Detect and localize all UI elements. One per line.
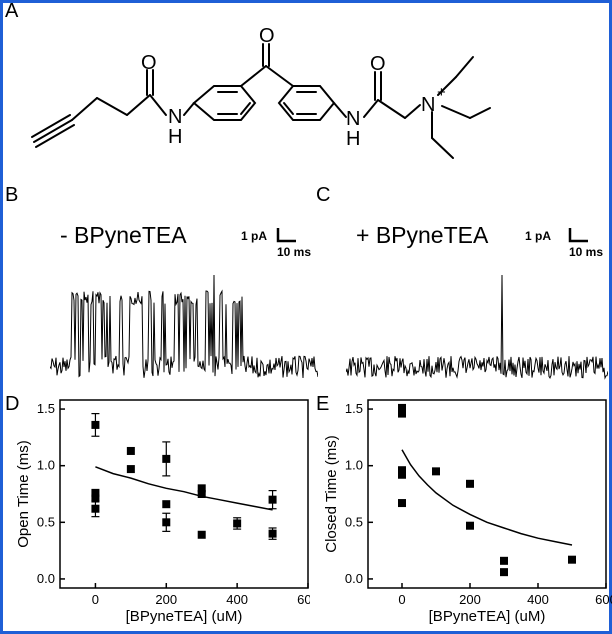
data-point [398, 499, 406, 508]
trace-line [50, 274, 318, 379]
trace-title-without-drug: - BPyneTEA [60, 222, 187, 248]
y-tick-label: 0.0 [345, 571, 363, 586]
data-point [91, 504, 100, 513]
plot-frame [367, 399, 607, 589]
y-axis-label: Closed Time (ms) [323, 435, 340, 553]
x-tick-label: 0 [92, 592, 99, 607]
scale-bar [568, 228, 588, 243]
x-tick-label: 400 [226, 592, 248, 607]
atom-n: N [346, 108, 360, 130]
data-point [398, 403, 406, 412]
data-point [91, 488, 100, 497]
data-point [162, 500, 171, 509]
atom-h: H [346, 128, 360, 150]
single-channel-trace-control [50, 274, 318, 379]
trace-line [346, 274, 608, 380]
time-scale-label: 10 ms [569, 245, 604, 259]
data-point [268, 529, 277, 538]
data-point [197, 490, 206, 498]
trace-title-with-drug: + BPyneTEA [356, 222, 489, 248]
y-tick-label: 1.5 [37, 401, 55, 416]
data-point [126, 446, 135, 455]
data-point [568, 555, 576, 564]
panel-label-d: D [5, 393, 20, 415]
atom-o: O [141, 52, 157, 74]
chemical-structure: O O O N H N H N + [31, 25, 491, 159]
data-point [398, 470, 406, 479]
positive-charge: + [437, 84, 446, 101]
data-point [162, 518, 171, 527]
x-tick-label: 0 [398, 592, 405, 607]
current-scale-label: 1 pA [525, 229, 552, 243]
time-scale-label: 10 ms [277, 245, 312, 259]
y-tick-label: 1.5 [345, 401, 363, 416]
y-tick-label: 0.5 [345, 514, 363, 529]
data-point [91, 420, 100, 429]
plot-frame [59, 399, 309, 589]
data-point [500, 556, 508, 565]
panel-label-c: C [316, 184, 331, 206]
y-tick-label: 0.0 [37, 571, 55, 586]
atom-n-plus: N [421, 94, 435, 116]
data-point [126, 465, 135, 474]
scale-bar [276, 228, 296, 243]
x-tick-label: 200 [459, 592, 481, 607]
data-point [233, 519, 242, 528]
data-point [91, 494, 100, 503]
data-point [398, 466, 406, 475]
fit-curve [401, 449, 573, 546]
x-tick-label: 400 [527, 592, 549, 607]
closed-time-plot: 0 200 400 600 0.0 0.5 1.0 1.5 [BPyneTEA] (uM) Clo… [323, 399, 612, 625]
open-time-plot: 0 200 400 600 0.0 0.5 1.0 1.5 [BPyneTEA] (uM) Ope… [15, 399, 310, 625]
single-channel-trace-drug [346, 274, 608, 380]
x-axis-label: [BPyneTEA] (uM) [126, 608, 243, 625]
x-tick-label: 600 [297, 592, 310, 607]
y-tick-label: 1.0 [37, 458, 55, 473]
data-point [500, 568, 508, 577]
data-point [466, 479, 474, 488]
data-point [398, 409, 406, 418]
current-scale-label: 1 pA [241, 229, 268, 243]
atom-h: H [168, 126, 182, 148]
atom-o: O [259, 25, 275, 47]
panel-label-b: B [5, 184, 19, 206]
x-axis-label: [BPyneTEA] (uM) [429, 608, 546, 625]
data-point [197, 530, 206, 539]
data-point [432, 467, 440, 476]
panel-label-e: E [316, 393, 330, 415]
data-point [197, 484, 206, 493]
data-point [268, 495, 277, 504]
fit-curve [95, 466, 273, 511]
panel-label-a: A [5, 0, 19, 22]
atom-o: O [370, 53, 386, 75]
atom-n: N [168, 106, 182, 128]
x-tick-label: 200 [155, 592, 177, 607]
y-tick-label: 0.5 [37, 514, 55, 529]
data-point [162, 454, 171, 463]
y-tick-label: 1.0 [345, 458, 363, 473]
x-tick-label: 600 [595, 592, 612, 607]
data-point [466, 521, 474, 530]
y-axis-label: Open Time (ms) [15, 440, 32, 548]
